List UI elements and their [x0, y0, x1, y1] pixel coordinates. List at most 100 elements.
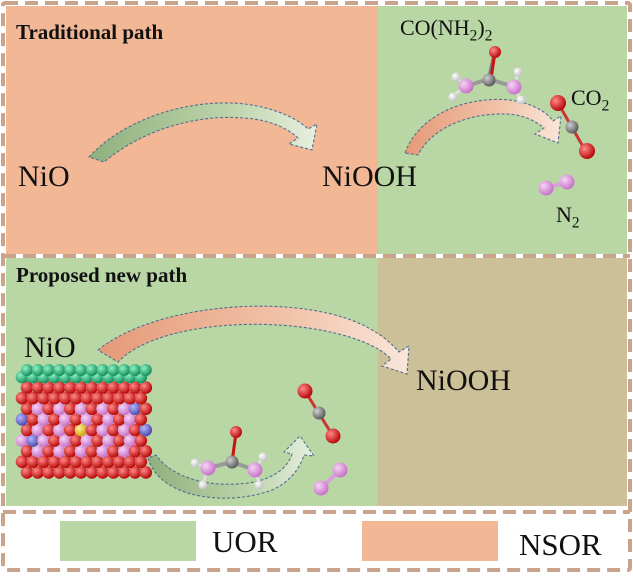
oxygen-atom [91, 455, 104, 469]
nickel-atom [102, 413, 115, 426]
bottom-panel-title: Proposed new path [16, 263, 188, 287]
oxygen-atom [107, 402, 120, 416]
top-urea-molecule [448, 46, 526, 105]
oxygen-atom [48, 413, 61, 426]
surface-oxygen-atom [139, 364, 152, 376]
bottom-direct-arc-arrow [97, 305, 410, 375]
oxygen-atom [80, 455, 94, 469]
nickel-atom [58, 434, 72, 447]
nickel-atom [80, 413, 94, 426]
co2-formula-label: CO2 [571, 85, 610, 115]
oxygen-atom [107, 423, 120, 437]
oxygen-atom [128, 444, 142, 458]
oxygen-atom [42, 466, 55, 479]
nickel-atom [74, 402, 88, 416]
oxygen-atom [48, 434, 61, 447]
oxygen-atom [112, 413, 126, 426]
legend-swatch-uor [60, 521, 196, 561]
oxygen-atom [26, 455, 40, 469]
oxygen-atom [117, 466, 131, 479]
oxygen-atom [53, 381, 66, 394]
oxygen-atom [107, 444, 120, 458]
dopant-atom [26, 434, 40, 447]
oxygen-atom [134, 413, 148, 426]
oxygen-atom [48, 391, 61, 405]
oxygen-atom [85, 423, 99, 437]
nickel-atom [117, 423, 131, 437]
oxygen-atom [85, 444, 99, 458]
oxygen-atom [139, 466, 153, 479]
nickel-atom [37, 434, 50, 447]
nickel-atom [117, 444, 131, 458]
surface-oxygen-atom [118, 364, 131, 376]
oxygen-atom [96, 381, 109, 394]
oxygen-atom [123, 391, 137, 405]
oxygen-atom [26, 391, 40, 405]
oxygen-atom [20, 444, 34, 458]
oxygen-atom [96, 466, 109, 479]
oxygen-atom [31, 381, 45, 394]
top-arc-arrow [88, 102, 318, 163]
surface-oxygen-atom [96, 364, 109, 376]
surface-oxygen-atom [129, 364, 141, 376]
nickel-atom [31, 444, 45, 458]
legend-label-nsor: NSOR [519, 527, 602, 562]
oxygen-atom [123, 455, 137, 469]
oxygen-atom [37, 455, 50, 469]
oxygen-atom [58, 455, 72, 469]
oxygen-atom [128, 423, 142, 437]
surface-oxygen-atom [21, 364, 33, 376]
oxygen-atom [128, 466, 142, 479]
oxygen-atom [53, 466, 66, 479]
oxygen-atom [63, 444, 77, 458]
oxygen-atom [91, 413, 104, 426]
bottom-n2-molecule [313, 462, 348, 496]
urea-formula-label: CO(NH2)2 [400, 15, 493, 45]
nickel-atom [31, 423, 45, 437]
nickel-atom [96, 444, 109, 458]
bottom-start-label: NiO [24, 331, 76, 364]
oxygen-atom [80, 391, 94, 405]
nickel-atom [102, 434, 115, 447]
nickel-atom [53, 423, 66, 437]
dopant-atom [74, 423, 88, 437]
oxygen-atom [69, 455, 83, 469]
bottom-end-label: NiOOH [416, 364, 511, 397]
nickel-atom [53, 402, 66, 416]
bottom-right-region [378, 258, 627, 506]
surface-oxygen-atom [53, 364, 66, 376]
top-right-uor-region [378, 6, 627, 254]
oxygen-atom [37, 391, 50, 405]
top-panel-title: Traditional path [16, 20, 164, 44]
surface-oxygen-atom [42, 364, 55, 376]
oxygen-atom [20, 466, 34, 479]
oxygen-atom [91, 434, 104, 447]
oxygen-atom [63, 402, 77, 416]
oxygen-atom [42, 402, 55, 416]
oxygen-atom [26, 413, 40, 426]
oxygen-atom [42, 423, 55, 437]
oxygen-atom [42, 381, 55, 394]
nickel-atom [58, 413, 72, 426]
oxygen-atom [102, 455, 115, 469]
surface-oxygen-atom [31, 364, 44, 376]
nickel-atom [117, 402, 131, 416]
oxygen-atom [15, 455, 29, 469]
legend-label-uor: UOR [212, 524, 278, 559]
nickel-atom [96, 423, 109, 437]
nickel-atom [15, 434, 29, 447]
oxygen-atom [107, 466, 120, 479]
legend-swatch-nsor [362, 521, 498, 561]
oxygen-atom [48, 455, 61, 469]
oxygen-atom [112, 434, 126, 447]
nio-crystal-slab [15, 364, 153, 479]
top-end-label: NiOOH [322, 160, 417, 193]
dopant-atom [15, 413, 29, 426]
oxygen-atom [139, 444, 153, 458]
oxygen-atom [74, 381, 88, 394]
oxygen-atom [112, 391, 126, 405]
oxygen-atom [112, 455, 126, 469]
oxygen-atom [69, 434, 83, 447]
nickel-atom [80, 434, 94, 447]
